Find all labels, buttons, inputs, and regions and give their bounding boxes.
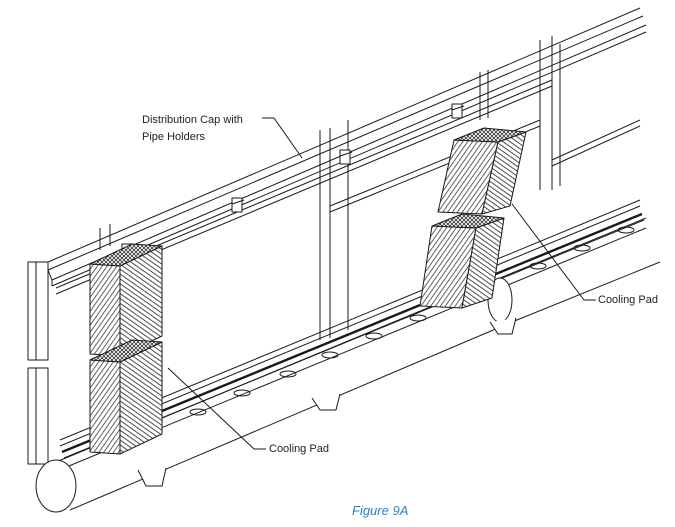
water-pipe <box>35 217 661 513</box>
leader-lines <box>167 117 596 450</box>
cooling-pad-left <box>89 243 163 455</box>
cooling-pad-label-left: Cooling Pad <box>269 443 329 455</box>
frame-posts <box>27 36 561 465</box>
distribution-cap-label-line2: Pipe Holders <box>142 131 205 143</box>
cooling-pad-label-right: Cooling Pad <box>598 294 658 306</box>
distribution-cap-label-line1: Distribution Cap with <box>142 114 243 126</box>
figure-caption: Figure 9A <box>352 503 409 518</box>
pipe-supports <box>137 317 517 487</box>
distribution-cap-label: Distribution Cap with Pipe Holders <box>142 112 243 146</box>
cooling-pad-right <box>419 127 527 309</box>
